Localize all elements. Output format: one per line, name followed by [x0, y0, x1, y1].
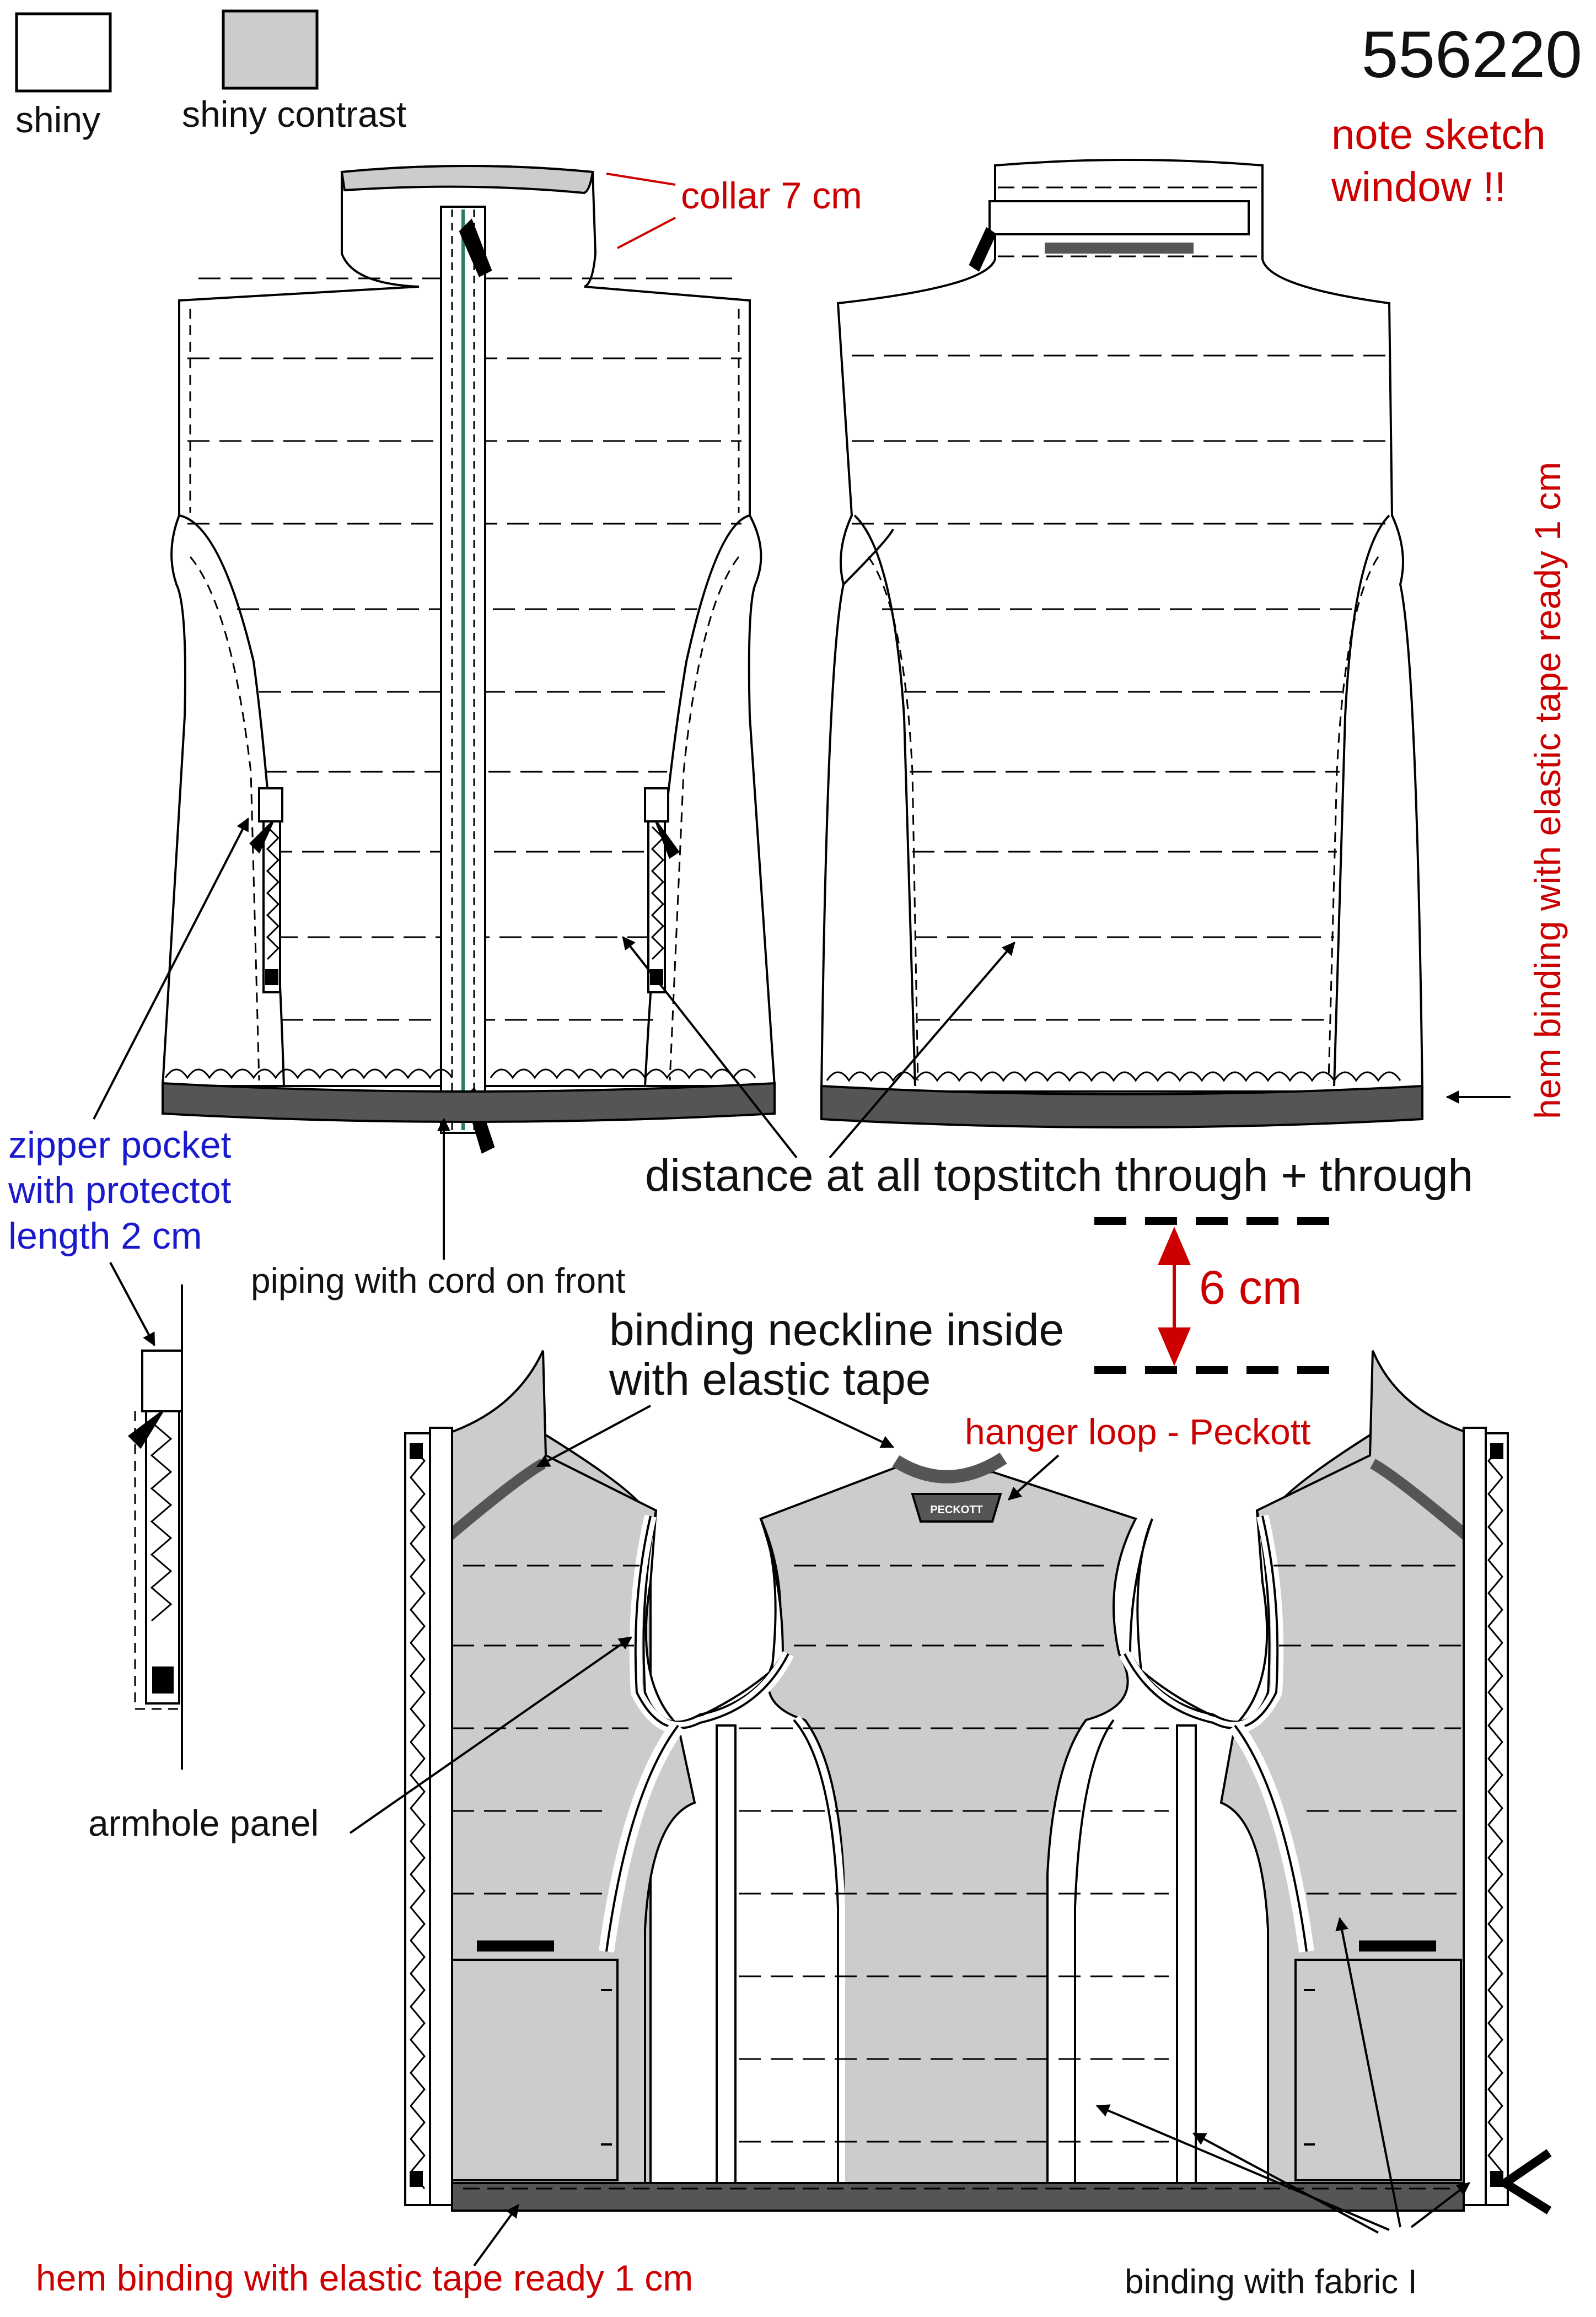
zipper-pocket-callout-line1: zipper pocket: [8, 1124, 232, 1166]
collar-callout: collar 7 cm: [681, 175, 862, 217]
zipper-pocket-callout-line3: length 2 cm: [8, 1215, 202, 1257]
note-sketch-line2: window !!: [1331, 164, 1506, 211]
legend-swatch-shiny-contrast: [222, 9, 319, 90]
note-sketch-line1: note sketch: [1331, 111, 1546, 158]
style-number: 556220: [1362, 18, 1582, 92]
hanger-loop-callout: hanger loop - Peckott: [965, 1411, 1310, 1452]
zipper-pocket-detail: [127, 1284, 183, 1770]
legend: shiny shiny contrast: [15, 9, 406, 140]
hem-binding-back-callout: hem binding with elastic tape ready 1 cm: [1527, 462, 1568, 1119]
neckline-callout-line2: with elastic tape: [609, 1354, 931, 1405]
armhole-panel-callout: armhole panel: [88, 1803, 319, 1843]
zipper-pocket-callout-line2: with protectot: [8, 1169, 232, 1211]
legend-swatch-shiny: [15, 12, 112, 93]
legend-label-shiny: shiny: [15, 99, 100, 140]
legend-label-shiny-contrast: shiny contrast: [182, 94, 406, 135]
front-view: [161, 165, 776, 1154]
spacing-dimension: 6 cm: [1094, 1217, 1334, 1374]
neckline-callout-line1: binding neckline inside: [609, 1305, 1064, 1355]
hem-binding-inside-callout: hem binding with elastic tape ready 1 cm: [36, 2257, 693, 2298]
inside-view: PECKOTT: [404, 1350, 1509, 2212]
binding-fabric-callout: binding with fabric I: [1125, 2263, 1417, 2301]
back-view: [820, 159, 1424, 1128]
callout-leaders: [93, 173, 1552, 2267]
hanger-tag-text: PECKOTT: [930, 1504, 983, 1516]
spacing-value: 6 cm: [1199, 1261, 1302, 1314]
piping-callout: piping with cord on front: [251, 1261, 626, 1300]
callout-text: collar 7 cm hem binding with elastic tap…: [8, 175, 1568, 2301]
topstitch-callout: distance at all topstitch through + thro…: [645, 1151, 1473, 1201]
